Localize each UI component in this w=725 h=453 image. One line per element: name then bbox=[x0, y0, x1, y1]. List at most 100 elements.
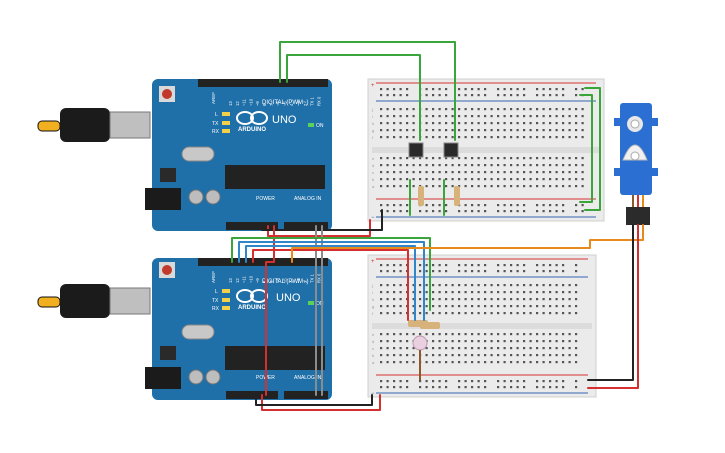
hole bbox=[516, 284, 519, 287]
hole bbox=[386, 164, 389, 167]
hole bbox=[393, 354, 396, 357]
rail-hole bbox=[510, 94, 513, 97]
hole bbox=[477, 164, 480, 167]
rail-hole bbox=[555, 264, 558, 267]
hole bbox=[399, 312, 402, 315]
hole bbox=[393, 298, 396, 301]
hole bbox=[386, 333, 389, 336]
hole bbox=[536, 129, 539, 132]
hole bbox=[484, 305, 487, 308]
hole bbox=[497, 291, 500, 294]
hole bbox=[464, 354, 467, 357]
hole bbox=[464, 361, 467, 364]
hole bbox=[581, 108, 584, 111]
hole bbox=[445, 178, 448, 181]
hole bbox=[438, 136, 441, 139]
hole bbox=[412, 185, 415, 188]
hole bbox=[458, 122, 461, 125]
hole bbox=[438, 333, 441, 336]
hole bbox=[406, 185, 409, 188]
row-letter: c bbox=[372, 170, 374, 175]
rail-hole bbox=[386, 210, 389, 213]
hole bbox=[393, 305, 396, 308]
rail-hole bbox=[523, 204, 526, 207]
rail-hole bbox=[432, 88, 435, 91]
rail-hole bbox=[484, 210, 487, 213]
hole bbox=[503, 305, 506, 308]
hole bbox=[393, 171, 396, 174]
hole bbox=[516, 157, 519, 160]
hole bbox=[432, 129, 435, 132]
hole bbox=[503, 108, 506, 111]
hole bbox=[451, 291, 454, 294]
hole bbox=[438, 185, 441, 188]
hole bbox=[516, 291, 519, 294]
hole bbox=[490, 361, 493, 364]
hole bbox=[393, 347, 396, 350]
hole bbox=[451, 136, 454, 139]
hole bbox=[438, 347, 441, 350]
hole bbox=[432, 347, 435, 350]
hole bbox=[380, 298, 383, 301]
rail-hole bbox=[471, 270, 474, 273]
hole bbox=[445, 340, 448, 343]
pin-label: ~9 bbox=[255, 101, 260, 106]
hole bbox=[536, 284, 539, 287]
hole bbox=[549, 305, 552, 308]
hole bbox=[549, 115, 552, 118]
hole bbox=[523, 312, 526, 315]
rail-hole bbox=[438, 264, 441, 267]
rail-hole bbox=[562, 204, 565, 207]
hole bbox=[419, 284, 422, 287]
hole bbox=[562, 136, 565, 139]
hole bbox=[393, 340, 396, 343]
hole bbox=[555, 115, 558, 118]
pin-label: 7 bbox=[269, 103, 274, 106]
hole bbox=[575, 136, 578, 139]
hole bbox=[523, 122, 526, 125]
rail-hole bbox=[464, 210, 467, 213]
pin-label: ~10 bbox=[248, 275, 253, 283]
hole bbox=[412, 136, 415, 139]
hole bbox=[458, 291, 461, 294]
hole bbox=[451, 129, 454, 132]
pin-label: ~5 bbox=[282, 278, 287, 283]
hole bbox=[497, 157, 500, 160]
hole bbox=[555, 171, 558, 174]
rail-hole bbox=[471, 264, 474, 267]
hole bbox=[477, 115, 480, 118]
hole bbox=[477, 136, 480, 139]
hole bbox=[464, 164, 467, 167]
hole bbox=[523, 129, 526, 132]
hole bbox=[484, 291, 487, 294]
hole bbox=[555, 305, 558, 308]
hole bbox=[399, 305, 402, 308]
rail-hole bbox=[438, 204, 441, 207]
hole bbox=[568, 122, 571, 125]
digital-header-top bbox=[198, 79, 328, 87]
hole bbox=[438, 340, 441, 343]
wire-green-1 bbox=[279, 41, 456, 141]
hole bbox=[490, 108, 493, 111]
hole bbox=[497, 136, 500, 139]
rail-hole bbox=[425, 204, 428, 207]
analog-header-label-top: ANALOG IN bbox=[294, 196, 322, 202]
rail-hole bbox=[464, 264, 467, 267]
hole bbox=[490, 340, 493, 343]
row-letter: e bbox=[372, 332, 375, 337]
hole bbox=[399, 333, 402, 336]
hole bbox=[477, 291, 480, 294]
hole bbox=[510, 312, 513, 315]
rail-hole bbox=[510, 210, 513, 213]
hole bbox=[581, 129, 584, 132]
hole bbox=[568, 291, 571, 294]
hole bbox=[555, 298, 558, 301]
hole bbox=[497, 122, 500, 125]
hole bbox=[471, 284, 474, 287]
hole bbox=[399, 171, 402, 174]
hole bbox=[445, 298, 448, 301]
rail-hole bbox=[555, 204, 558, 207]
hole bbox=[497, 284, 500, 287]
wire-green-2 bbox=[286, 54, 421, 141]
hole bbox=[464, 115, 467, 118]
